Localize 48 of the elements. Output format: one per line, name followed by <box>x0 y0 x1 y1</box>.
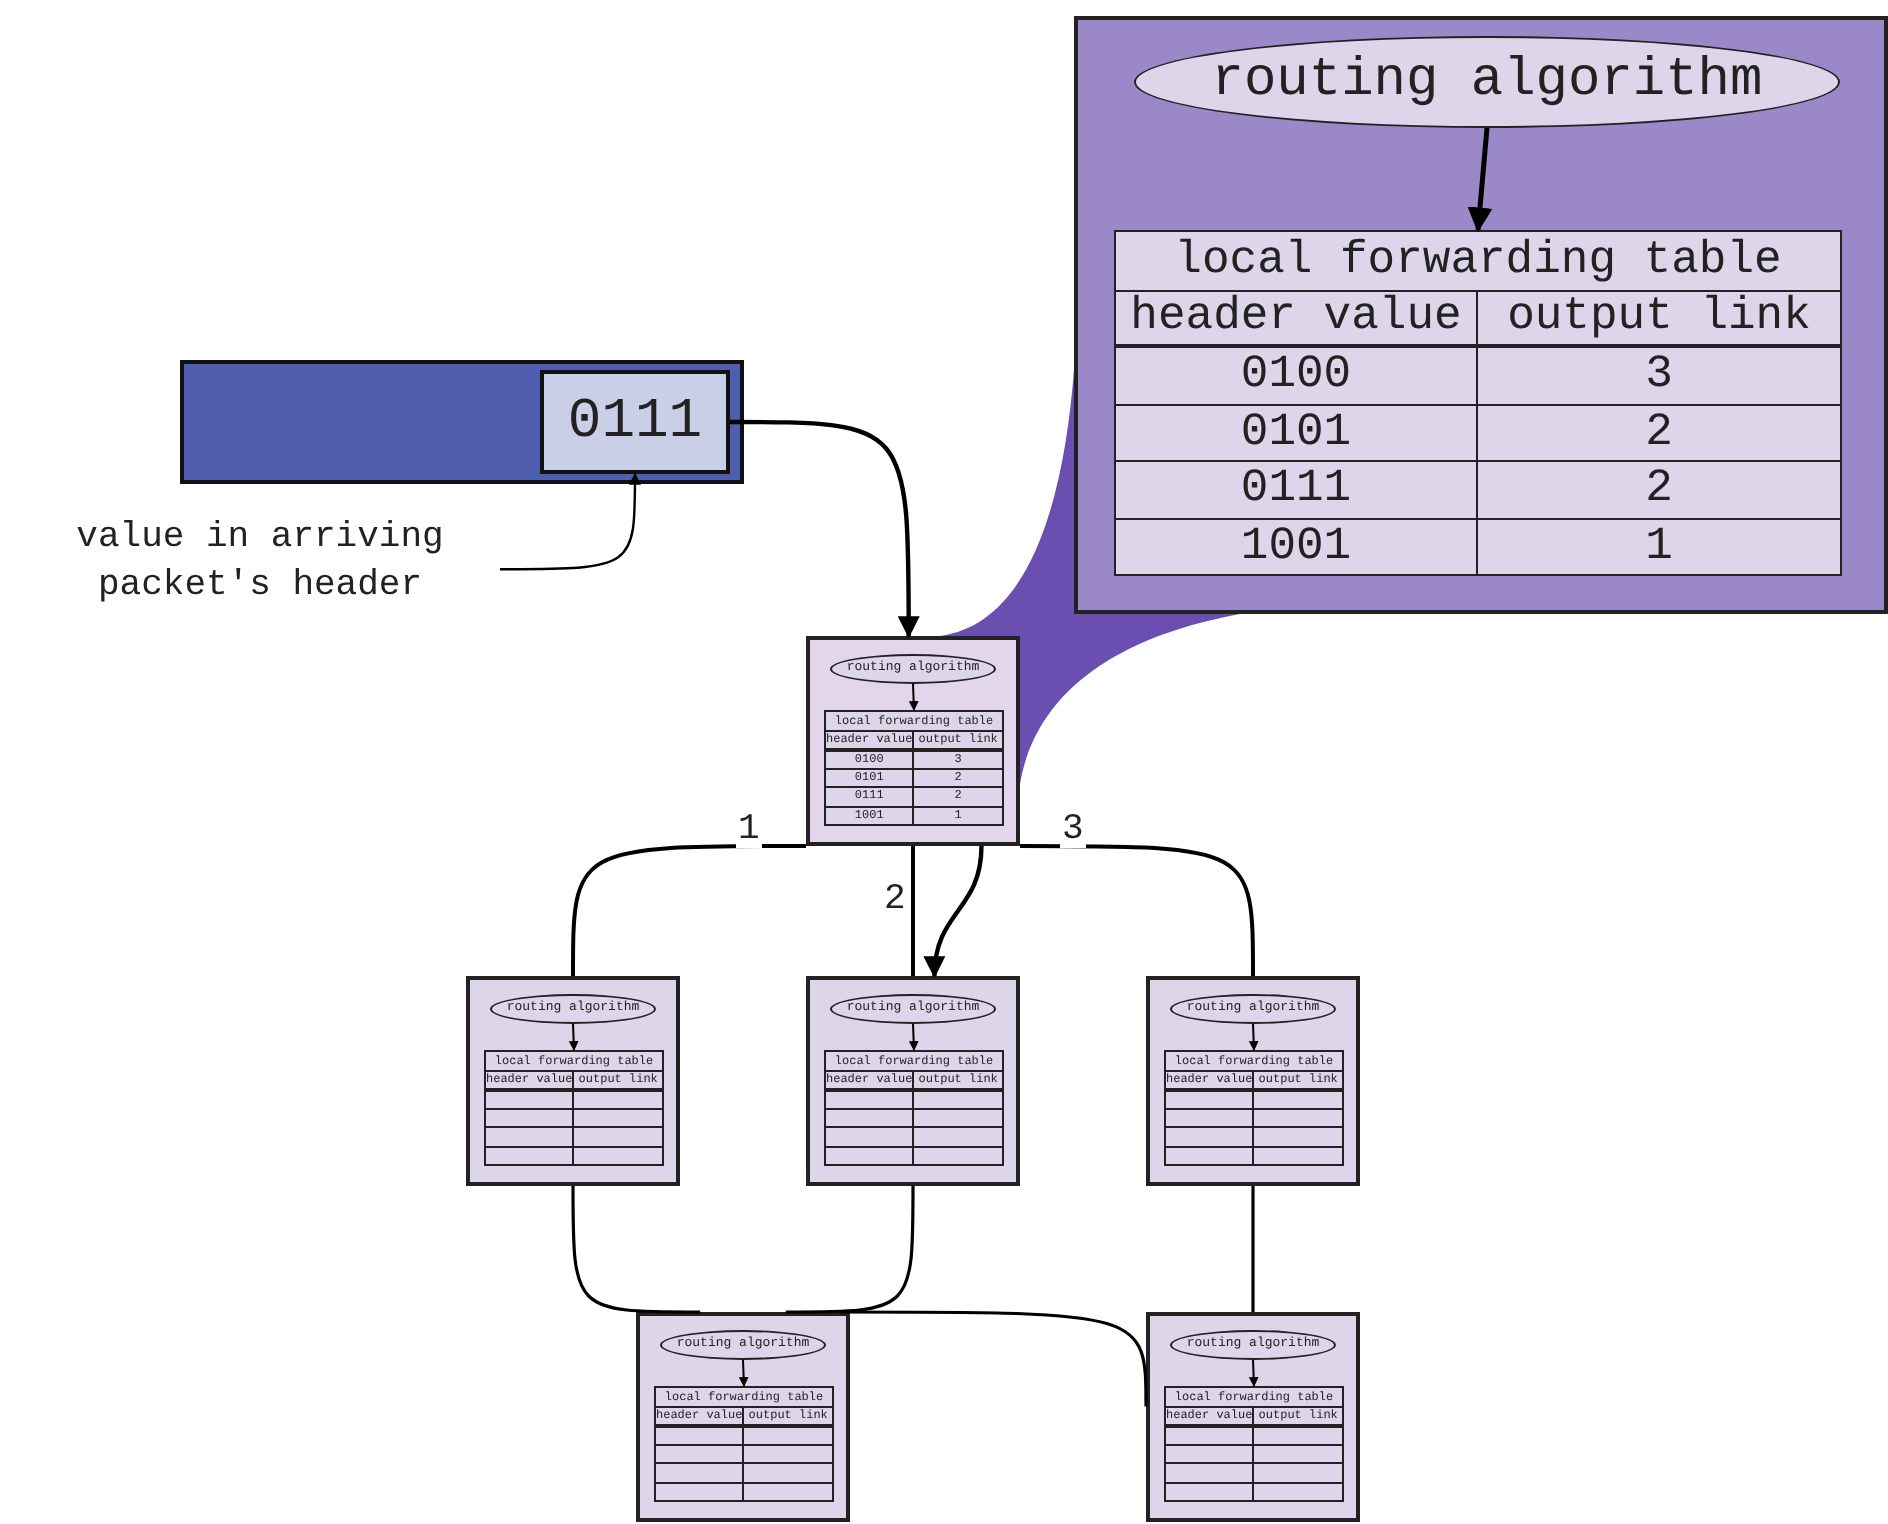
algorithm-ellipse: routing algorithm <box>1134 36 1840 128</box>
zoom-panel <box>1074 16 1888 614</box>
arrow <box>1248 1359 1259 1387</box>
router-box <box>1146 1312 1360 1522</box>
table-cell: 2 <box>1478 403 1840 460</box>
forwarding-table <box>484 1050 664 1166</box>
arrow <box>1248 1023 1259 1051</box>
link-line <box>1020 844 1255 976</box>
table-cell: 0101 <box>1116 403 1478 460</box>
arrow <box>924 845 984 979</box>
forwarding-table <box>824 710 1004 826</box>
router-box <box>1146 976 1360 1186</box>
annotation-text: value in arriving packet's header <box>20 514 500 606</box>
arrow <box>730 419 920 639</box>
forwarding-table <box>1164 1386 1344 1502</box>
forwarding-table <box>1114 230 1842 576</box>
arrow <box>908 1023 919 1051</box>
column-header: output link <box>1478 289 1840 346</box>
table-cell: 1 <box>1478 517 1840 574</box>
link-line <box>571 844 806 976</box>
arrow <box>908 683 919 711</box>
forwarding-table <box>1164 1050 1344 1166</box>
arrow <box>738 1359 749 1387</box>
link-line <box>785 1186 915 1314</box>
link-line <box>571 1186 701 1314</box>
table-cell: 3 <box>1478 346 1840 403</box>
router-box <box>806 976 1020 1186</box>
table-title: local forwarding table <box>1172 232 1784 289</box>
table-cell: 2 <box>1478 460 1840 517</box>
table-cell: 0111 <box>1116 460 1478 517</box>
forwarding-table <box>654 1386 834 1502</box>
forwarding-table <box>824 1050 1004 1166</box>
arrow <box>1467 127 1493 233</box>
table-cell: 0100 <box>1116 346 1478 403</box>
leader-line <box>500 472 641 571</box>
edge-label: 3 <box>1060 812 1086 848</box>
arrow <box>568 1023 579 1051</box>
table-cell: 1001 <box>1116 517 1478 574</box>
edge-label: 1 <box>736 812 762 848</box>
packet-bar <box>180 360 744 484</box>
column-header: header value <box>1116 289 1478 346</box>
router-box <box>806 636 1020 846</box>
router-box <box>466 976 680 1186</box>
link-line <box>911 846 915 976</box>
link-line <box>1251 1186 1255 1312</box>
header-field: 0111 <box>540 370 730 474</box>
router-box <box>636 1312 850 1522</box>
link-line <box>839 1310 1148 1407</box>
